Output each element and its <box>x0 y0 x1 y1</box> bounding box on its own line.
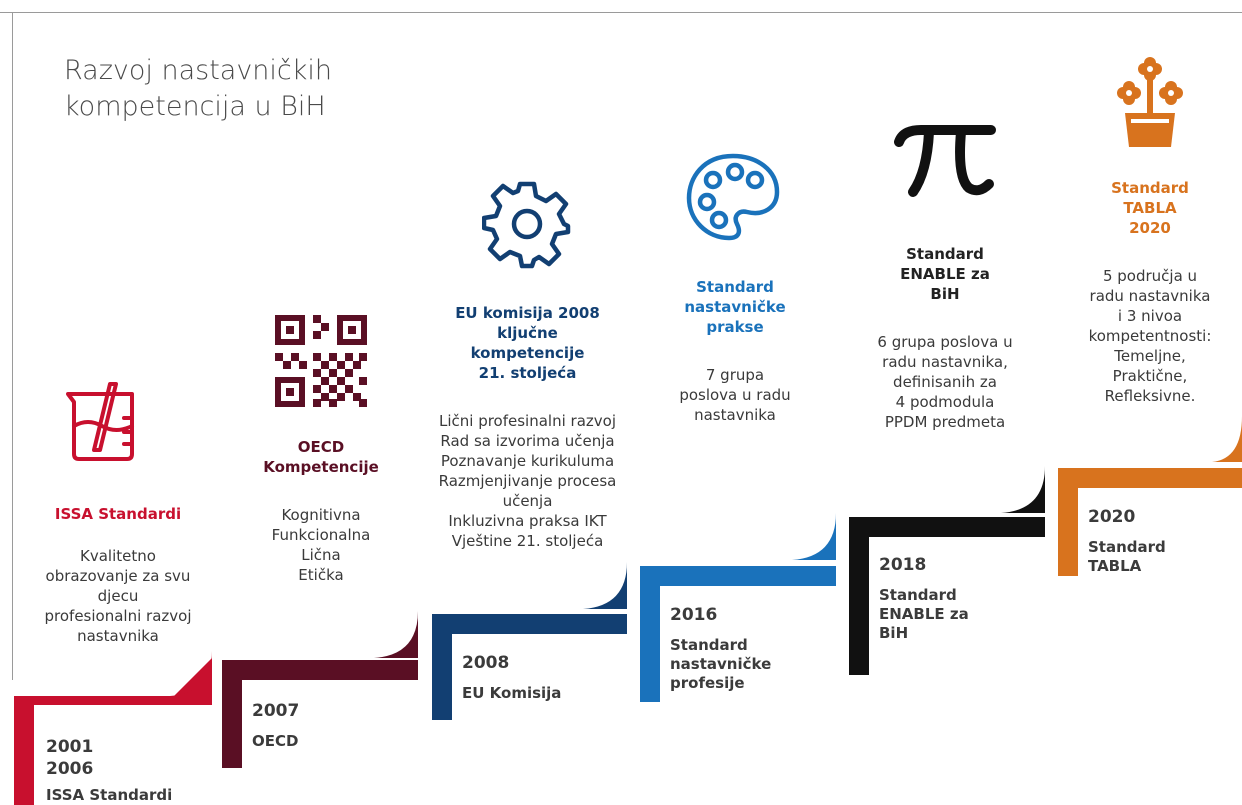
step-name: Standard <box>670 636 748 654</box>
page-title-line-2: kompetencija u BiH <box>64 91 326 122</box>
step-shape-enable <box>849 466 1045 675</box>
gear-icon <box>482 181 571 269</box>
step-name: Standard <box>879 586 957 604</box>
step-label-issa: 2001 2006 ISSA Standardi <box>46 736 172 805</box>
step-year: 2018 <box>879 555 927 575</box>
step-label-tabla: 2020 Standard TABLA <box>1088 506 1166 576</box>
step-label-2016: 2016 Standard nastavničke profesije <box>670 604 771 693</box>
step-year: 2016 <box>670 605 718 625</box>
column-eu-description: Lični profesinalni razvoj Rad sa izvorim… <box>438 412 617 550</box>
column-tabla: Standard TABLA 2020 5 područja u radu na… <box>1075 178 1225 406</box>
page-title-line-1: Razvoj nastavničkih <box>64 55 333 86</box>
column-oecd-heading: OECD Kompetencije <box>263 438 379 476</box>
step-year: 2007 <box>252 701 300 721</box>
column-tabla-description: 5 područja u radu nastavnika i 3 nivoa k… <box>1088 267 1212 405</box>
palette-icon <box>686 153 780 241</box>
step-year: 2001 <box>46 737 94 757</box>
column-tabla-heading: Standard TABLA 2020 <box>1111 179 1189 237</box>
step-label-oecd: 2007 OECD <box>252 700 299 751</box>
column-2016-heading: Standard nastavničke prakse <box>684 278 786 336</box>
column-2016-description: 7 grupa poslova u radu nastavnika <box>679 366 791 424</box>
step-shape-issa <box>14 651 212 805</box>
step-shape-oecd <box>222 611 418 768</box>
flower-pot-icon <box>1117 57 1183 147</box>
step-shape-eu <box>432 562 627 720</box>
step-name: nastavničke <box>670 655 772 673</box>
step-year: 2020 <box>1088 507 1136 527</box>
step-name: ISSA Standardi <box>46 786 173 804</box>
top-divider <box>0 12 1242 13</box>
column-issa-heading: ISSA Standardi <box>54 505 182 523</box>
beaker-icon <box>66 382 134 461</box>
step-shape-tabla <box>1058 416 1242 576</box>
step-year: 2008 <box>462 653 510 673</box>
column-2016: Standard nastavničke prakse 7 grupa posl… <box>650 277 820 425</box>
step-name: BiH <box>879 624 909 642</box>
step-label-eu: 2008 EU Komisija <box>462 652 561 703</box>
step-label-enable: 2018 Standard ENABLE za BiH <box>879 554 969 643</box>
column-oecd: OECD Kompetencije Kognitivna Funkcionaln… <box>236 437 406 585</box>
column-enable-heading: Standard ENABLE za BiH <box>900 245 990 303</box>
column-enable-description: 6 grupa poslova u radu nastavnika, defin… <box>877 333 1013 431</box>
column-enable: Standard ENABLE za BiH 6 grupa poslova u… <box>860 244 1030 432</box>
pi-icon <box>894 125 996 197</box>
step-year: 2006 <box>46 759 94 779</box>
column-eu: EU komisija 2008 ključne kompetencije 21… <box>420 303 635 551</box>
column-issa-description: Kvalitetno obrazovanje za svu djecu prof… <box>44 547 192 645</box>
column-oecd-description: Kognitivna Funkcionalna Lična Etička <box>271 506 371 584</box>
left-divider <box>12 12 13 680</box>
step-name: OECD <box>252 732 299 750</box>
qr-code-icon <box>275 315 367 407</box>
column-issa: ISSA Standardi Kvalitetno obrazovanje za… <box>30 504 206 646</box>
column-eu-heading: EU komisija 2008 ključne kompetencije 21… <box>455 304 600 382</box>
step-name: Standard <box>1088 538 1166 556</box>
step-name: EU Komisija <box>462 684 562 702</box>
step-shape-2016 <box>640 513 836 702</box>
step-name: ENABLE za <box>879 605 969 623</box>
step-name: profesije <box>670 674 745 692</box>
page-title: Razvoj nastavničkih kompetencija u BiH <box>64 53 332 125</box>
step-name: TABLA <box>1088 557 1142 575</box>
